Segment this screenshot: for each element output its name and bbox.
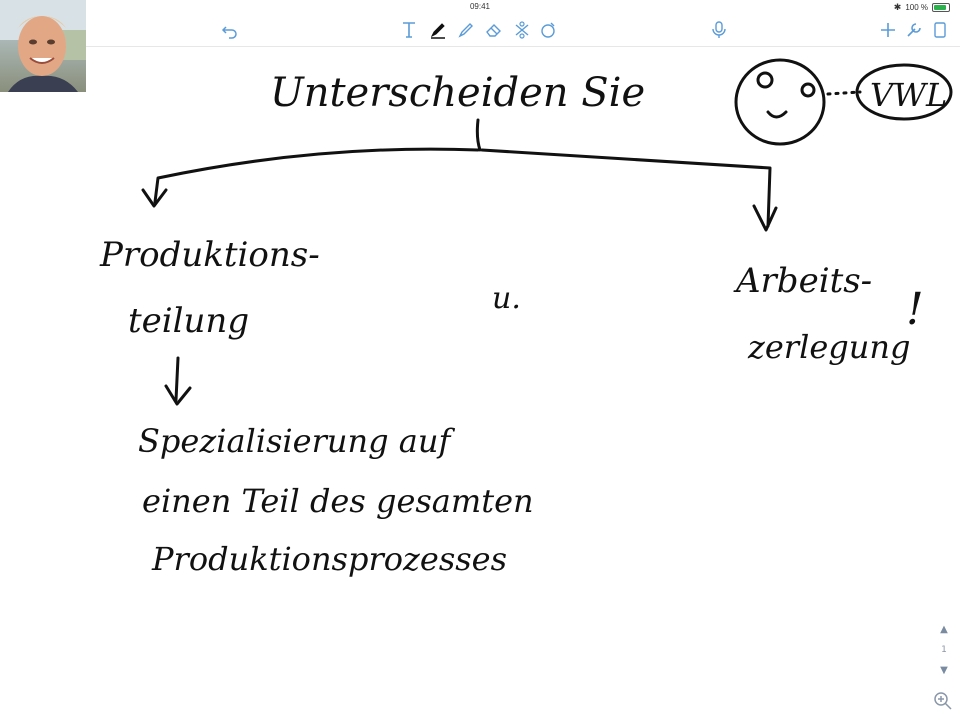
presenter-video <box>0 0 86 92</box>
battery-percent: 100 % <box>905 3 928 12</box>
add-page-icon[interactable] <box>876 18 900 42</box>
wrench-icon[interactable] <box>902 18 926 42</box>
exclamation-mark: ! <box>906 284 924 335</box>
note-canvas[interactable]: Unterscheiden Sie VWL Produktions- teilu… <box>0 46 960 720</box>
shape-tool-icon[interactable] <box>536 18 560 42</box>
bluetooth-icon: ✱ <box>893 2 902 12</box>
toolbar <box>0 14 960 47</box>
scroll-down-icon[interactable]: ▼ <box>940 665 948 676</box>
presenter-face-image <box>0 0 86 92</box>
speech-bubble-text: VWL <box>870 76 947 114</box>
scroll-up-icon[interactable]: ▲ <box>940 624 948 635</box>
pages-icon[interactable] <box>928 18 952 42</box>
definition-line3: Produktionsprozesses <box>151 540 507 578</box>
battery-icon <box>932 3 950 12</box>
highlighter-tool-icon[interactable] <box>454 18 478 42</box>
lasso-tool-icon[interactable] <box>510 18 534 42</box>
status-right: ✱ 100 % <box>894 2 950 13</box>
status-time: 09:41 <box>469 2 491 11</box>
page-scroll-control[interactable]: ▲ 1 ▼ <box>936 624 952 676</box>
heading-text: Unterscheiden Sie <box>270 70 645 116</box>
speech-bubble: VWL <box>855 63 953 121</box>
right-term-line2: zerlegung <box>747 328 910 366</box>
connector-text: u. <box>492 281 521 316</box>
down-arrow-left <box>164 356 192 406</box>
microphone-icon[interactable] <box>707 18 731 42</box>
right-term-line1: Arbeits- <box>733 261 872 301</box>
text-tool-icon[interactable] <box>397 18 421 42</box>
undo-icon[interactable] <box>218 18 242 42</box>
pen-tool-icon[interactable] <box>426 18 450 42</box>
zoom-icon[interactable] <box>932 690 954 712</box>
eraser-tool-icon[interactable] <box>482 18 506 42</box>
definition-line1: Spezialisierung auf <box>138 422 455 460</box>
smiley-face-drawing <box>734 58 862 146</box>
left-term-line1: Produktions- <box>99 235 320 275</box>
scroll-position-label: 1 <box>941 645 947 655</box>
definition-line2: einen Teil des gesamten <box>142 482 534 520</box>
status-bar: 09:41 ✱ 100 % <box>0 0 960 14</box>
left-term-line2: teilung <box>128 301 249 341</box>
branch-arrows <box>141 118 778 232</box>
